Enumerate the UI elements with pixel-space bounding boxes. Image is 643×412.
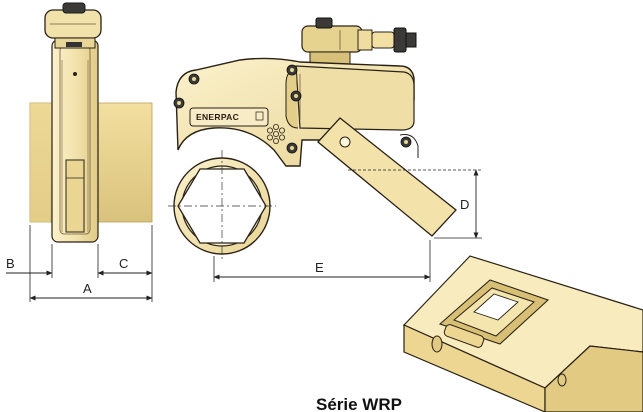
side-view [29,2,153,243]
brand-plate: ENERPAC [189,107,269,127]
dimension-b-label: B [6,256,15,271]
dimension-c-label: C [119,256,128,271]
side-view-dimensions: B C A [6,225,153,302]
front-view: ENERPAC [168,17,457,262]
hydraulic-swivel [301,17,417,67]
reaction-arm-3d [402,255,643,412]
dimension-e-label: E [315,260,324,275]
brand-logo-text: ENERPAC [196,112,239,122]
emblem-icon [266,124,285,144]
front-view-dimensions: D E [213,169,482,282]
dimension-a-label: A [83,281,92,296]
dimension-d-label: D [460,197,469,212]
reaction-arm [317,117,457,237]
series-caption: Série WRP [316,395,402,412]
